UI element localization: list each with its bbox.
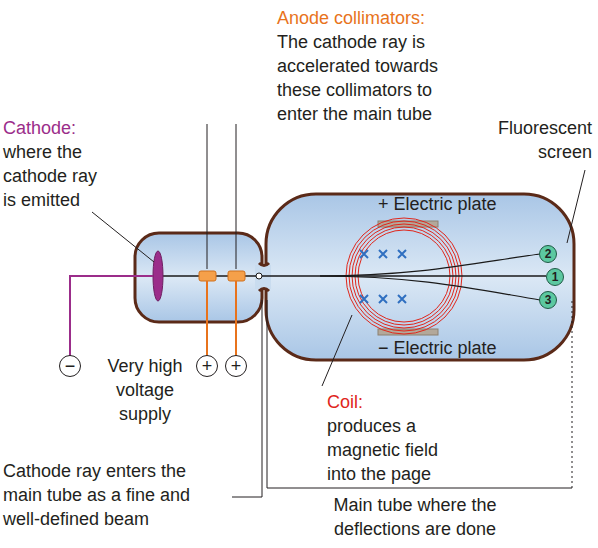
part-label: Fluorescent screen — [476, 116, 592, 164]
terminal-symbol: + — [196, 355, 218, 377]
description: produces a magnetic field into the page — [327, 414, 467, 486]
tube-neck — [255, 265, 271, 289]
terminal-sign: + — [231, 357, 242, 375]
description: The cathode ray is accelerated towards t… — [277, 30, 473, 126]
deflected-ray — [320, 254, 540, 276]
description: where the cathode ray is emitted — [3, 140, 109, 212]
heading: Coil: — [327, 390, 467, 414]
part-label: Very high voltage supply — [94, 354, 196, 426]
callout-number: 1 — [546, 268, 564, 286]
terminal-sign: − — [65, 357, 76, 375]
callout-text: 1 — [552, 271, 559, 283]
heading: Cathode: — [3, 116, 113, 140]
terminal-sign: + — [202, 357, 213, 375]
anode-wire — [206, 281, 208, 356]
cathode-bulb — [135, 233, 262, 322]
callout-text: 3 — [545, 294, 552, 306]
deflected-ray — [320, 276, 540, 300]
anode-collimator — [199, 271, 216, 281]
terminal-symbol: + — [225, 355, 247, 377]
description: Main tube where the deflections are done — [300, 493, 530, 541]
cathode — [153, 251, 163, 301]
callout-number: 3 — [539, 291, 557, 309]
aperture — [256, 273, 262, 279]
part-label: + Electric plate — [378, 192, 568, 216]
leader-lines — [92, 124, 585, 497]
anode-wire — [235, 281, 237, 356]
description: Cathode ray enters the main tube as a fi… — [3, 459, 225, 531]
heading: Anode collimators: — [277, 6, 517, 30]
terminal-symbol: − — [59, 355, 81, 377]
part-label: − Electric plate — [378, 336, 568, 360]
anode-collimator — [228, 271, 245, 281]
main-tube — [266, 194, 574, 360]
cathode-wire — [70, 276, 153, 356]
callout-text: 2 — [545, 248, 552, 260]
callout-number: 2 — [539, 245, 557, 263]
